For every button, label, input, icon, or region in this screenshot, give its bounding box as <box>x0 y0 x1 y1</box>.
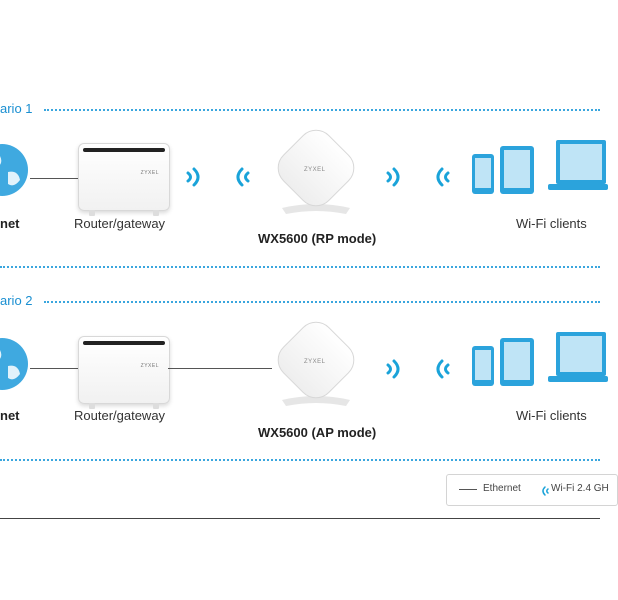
router-logo: ZYXEL <box>140 363 159 369</box>
globe-icon <box>0 338 28 390</box>
scenario-divider <box>44 109 600 111</box>
scenario-divider <box>0 459 600 461</box>
router-foot <box>89 210 95 216</box>
ethernet-link <box>168 368 272 369</box>
wifi-legend-label: Wi-Fi 2.4 GH <box>551 483 609 494</box>
router-label: Router/gateway <box>74 408 166 423</box>
router-device: ZYXEL <box>78 143 170 216</box>
ethernet-link <box>30 178 78 179</box>
wifi-signal-icon <box>386 354 406 384</box>
legend: Ethernet Wi-Fi 2.4 GH <box>446 474 618 506</box>
internet-label: net <box>0 408 20 423</box>
router-foot <box>153 210 159 216</box>
wifi-signal-icon <box>386 162 406 192</box>
ethernet-legend-line <box>459 489 477 490</box>
ethernet-legend-label: Ethernet <box>483 483 521 494</box>
ap-label: WX5600 (RP mode) <box>258 231 377 246</box>
ethernet-link <box>30 368 78 369</box>
wifi-clients-icon <box>472 140 608 194</box>
internet-label: net <box>0 216 20 231</box>
access-point-device <box>277 321 355 406</box>
router-foot <box>89 403 95 409</box>
router-foot <box>153 403 159 409</box>
ap-label: WX5600 (AP mode) <box>258 425 377 440</box>
scenario-title: ario 1 <box>0 101 33 116</box>
router-logo: ZYXEL <box>140 170 159 176</box>
wifi-legend-icon <box>542 486 549 496</box>
wifi-signal-icon <box>230 162 250 192</box>
router-device: ZYXEL <box>78 336 170 409</box>
wifi-signal-icon <box>430 162 450 192</box>
wifi-signal-icon <box>186 162 206 192</box>
access-point-device <box>277 129 355 214</box>
wifi-signal-icon <box>430 354 450 384</box>
globe-icon <box>0 144 28 196</box>
ap-logo: ZYXEL <box>304 359 326 365</box>
router-band <box>83 341 165 345</box>
bottom-rule <box>0 518 600 519</box>
scenario-divider <box>44 301 600 303</box>
scenario-title: ario 2 <box>0 293 33 308</box>
scenario-divider <box>0 266 600 268</box>
clients-label: Wi-Fi clients <box>516 408 587 423</box>
router-band <box>83 148 165 152</box>
wifi-clients-icon <box>472 332 608 386</box>
clients-label: Wi-Fi clients <box>516 216 587 231</box>
router-label: Router/gateway <box>74 216 166 231</box>
ap-logo: ZYXEL <box>304 167 326 173</box>
